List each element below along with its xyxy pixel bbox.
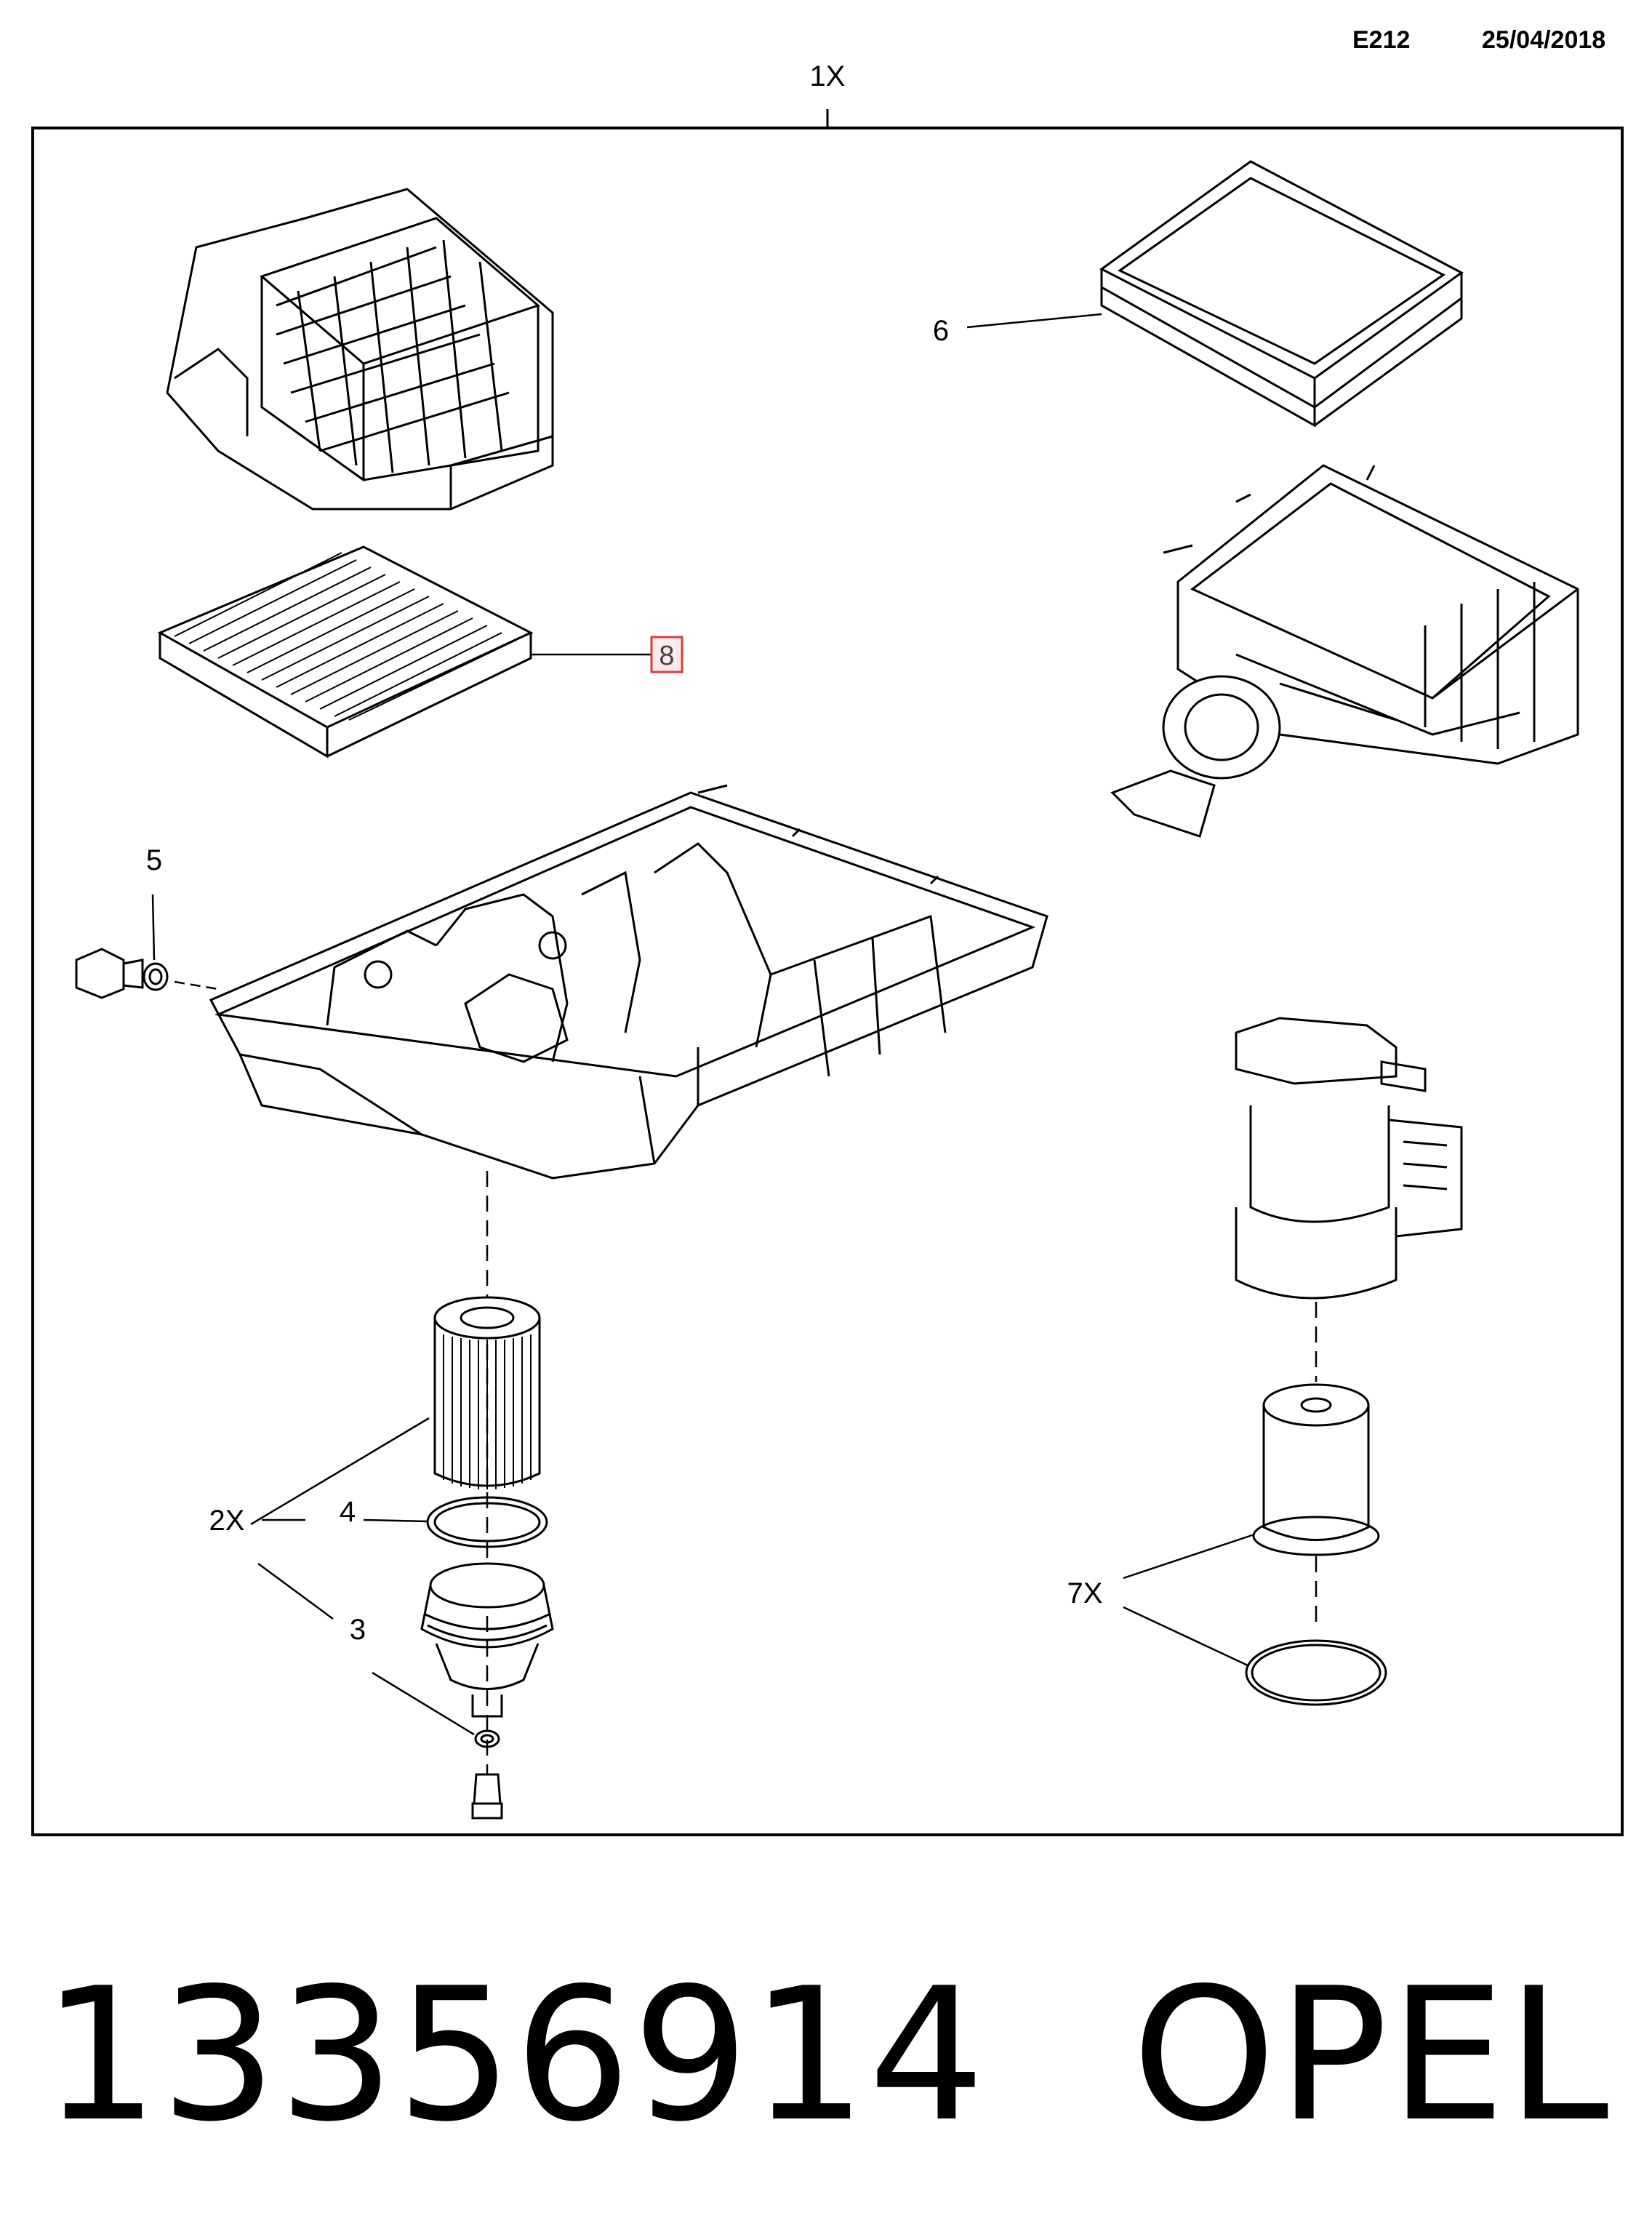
fuel-filter-o-ring — [1245, 1639, 1387, 1706]
drain-plug — [471, 1729, 503, 1820]
callout-drain-plug: 3 — [350, 1614, 366, 1646]
callout-cabin-filter-box — [650, 636, 683, 673]
oil-filter-cap — [420, 1562, 554, 1718]
hvac-housing — [166, 188, 554, 511]
cabin-filter — [157, 545, 534, 759]
fuel-filter-housing — [1235, 1017, 1463, 1300]
oil-filter-element — [433, 1296, 541, 1489]
diagram-code: E212 — [1352, 26, 1411, 54]
sump-plug — [75, 948, 169, 999]
part-number: 13356914 — [42, 1949, 987, 2162]
parts-diagram: 1X 8 6 — [31, 60, 1624, 1836]
brand-name: OPEL — [1131, 1949, 1611, 2162]
callout-oil-filter-kit: 2X — [209, 1505, 245, 1537]
callout-kit: 1X — [810, 60, 846, 92]
callout-air-filter: 6 — [933, 315, 949, 347]
callout-sump-plug: 5 — [146, 844, 162, 876]
o-ring — [426, 1496, 548, 1548]
callout-fuel-filter-kit: 7X — [1067, 1577, 1103, 1609]
oil-sump — [209, 784, 1048, 1180]
callout-o-ring: 4 — [340, 1496, 356, 1528]
air-filter-housing — [1110, 464, 1579, 838]
air-filter — [1099, 160, 1464, 428]
fuel-filter-element — [1252, 1383, 1380, 1556]
diagram-date: 25/04/2018 — [1482, 26, 1606, 54]
callout-cabin-filter: 8 — [659, 641, 674, 671]
part-label: 13356914 OPEL — [42, 1949, 1611, 2162]
